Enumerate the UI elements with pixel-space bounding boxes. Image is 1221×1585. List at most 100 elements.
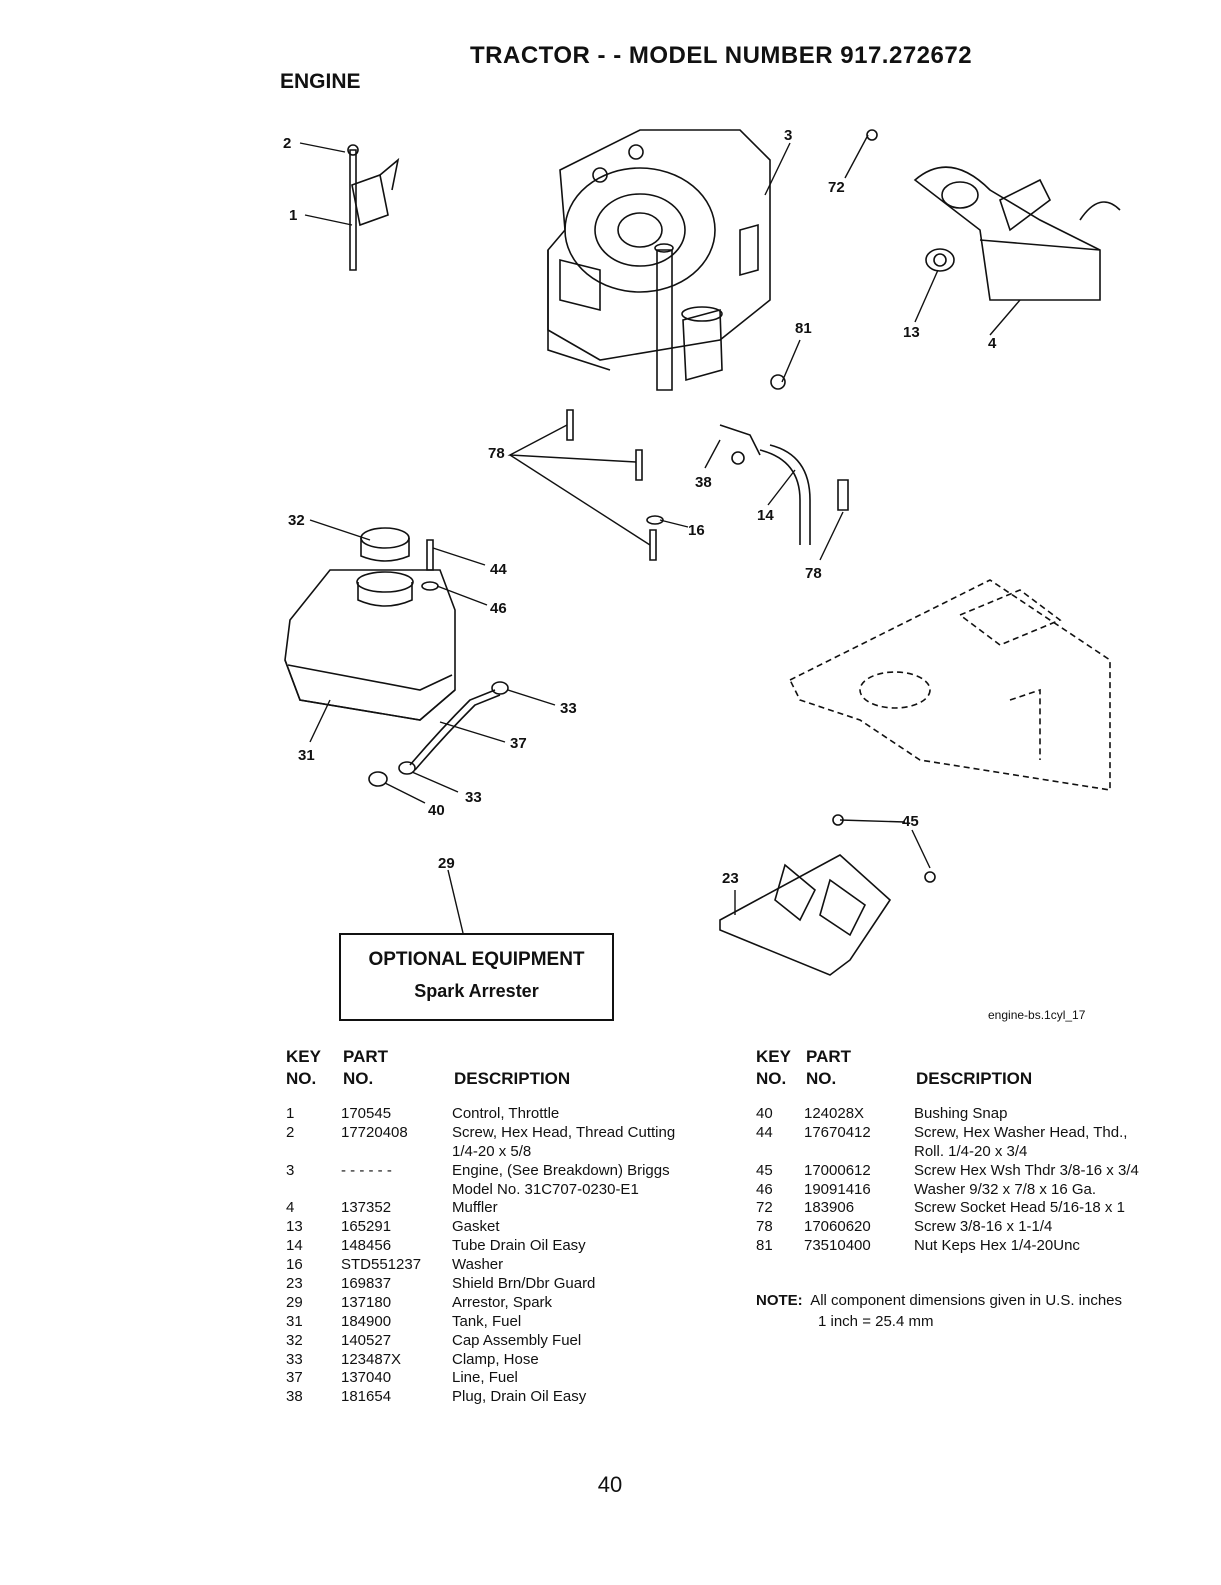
part-number: 137040 xyxy=(341,1369,392,1387)
key-number: 3 xyxy=(286,1161,295,1179)
callout-31: 31 xyxy=(298,747,315,764)
header-description: DESCRIPTION xyxy=(916,1069,1033,1088)
note-line-2: 1 inch = 25.4 mm xyxy=(818,1313,934,1330)
part-number: 140527 xyxy=(341,1331,392,1349)
description: Screw 3/8-16 x 1-1/4 xyxy=(914,1218,1053,1236)
key-number: 78 xyxy=(756,1218,773,1236)
part-number: - - - - - - xyxy=(341,1161,392,1179)
table-row: 1/4-20 x 5/8 xyxy=(286,1143,726,1162)
part-number: 165291 xyxy=(341,1218,392,1236)
note: NOTE: All component dimensions given in … xyxy=(756,1290,1122,1332)
section-title: ENGINE xyxy=(280,70,361,93)
key-number: 46 xyxy=(756,1180,773,1198)
header-key-no: NO. xyxy=(756,1069,787,1088)
header-part: PART xyxy=(806,1047,852,1066)
callout-81: 81 xyxy=(795,320,812,337)
callout-4: 4 xyxy=(988,335,997,352)
fuel-line-part xyxy=(368,681,509,787)
callout-45: 45 xyxy=(902,813,919,830)
description: Tube Drain Oil Easy xyxy=(452,1237,586,1255)
table-row: 33 123487X Clamp, Hose xyxy=(286,1351,726,1370)
callout-72: 72 xyxy=(828,179,845,196)
description: Screw, Hex Head, Thread Cutting xyxy=(452,1123,676,1141)
key-number: 33 xyxy=(286,1350,303,1368)
shield-guard-part xyxy=(719,814,936,976)
part-number: 17060620 xyxy=(804,1218,871,1236)
part-number: 170545 xyxy=(341,1105,392,1122)
part-number: 124028X xyxy=(804,1105,865,1122)
table-row: 78 17060620 Screw 3/8-16 x 1-1/4 xyxy=(756,1218,1196,1237)
key-number: 32 xyxy=(286,1331,303,1349)
key-number: 14 xyxy=(286,1237,303,1255)
description: Muffler xyxy=(452,1199,498,1217)
callout-78b: 78 xyxy=(805,565,822,582)
part-number: 137352 xyxy=(341,1199,392,1217)
callout-29: 29 xyxy=(438,855,455,872)
part-number: 17000612 xyxy=(804,1161,871,1179)
description: Model No. 31C707-0230-E1 xyxy=(452,1180,639,1198)
callout-33: 33 xyxy=(560,700,577,717)
description: Washer xyxy=(452,1256,504,1274)
callout-78: 78 xyxy=(488,445,505,462)
note-label: NOTE: xyxy=(756,1292,803,1309)
muffler-part xyxy=(866,129,1121,301)
throttle-control-part xyxy=(347,144,400,271)
callout-40: 40 xyxy=(428,802,445,819)
table-row: 3 - - - - - - Engine, (See Breakdown) Brig… xyxy=(286,1162,726,1181)
key-number: 81 xyxy=(756,1237,773,1255)
callout-46: 46 xyxy=(490,600,507,617)
note-line-1: All component dimensions given in U.S. i… xyxy=(810,1292,1123,1309)
callout-37: 37 xyxy=(510,735,527,752)
description: Nut Keps Hex 1/4-20Unc xyxy=(914,1237,1080,1255)
exploded-parts-diagram: 2 1 3 72 81 13 4 78 38 14 16 78 32 44 46… xyxy=(283,127,1121,976)
callout-38: 38 xyxy=(695,474,712,491)
callout-32: 32 xyxy=(288,512,305,529)
header-key-no: NO. xyxy=(286,1069,317,1088)
callout-33b: 33 xyxy=(465,789,482,806)
key-number: 38 xyxy=(286,1388,303,1406)
description: Screw Hex Wsh Thdr 3/8-16 x 3/4 xyxy=(914,1161,1139,1179)
callout-3: 3 xyxy=(784,127,792,144)
part-number: STD551237 xyxy=(341,1256,422,1274)
header-key: KEY xyxy=(756,1047,791,1066)
description: Shield Brn/Dbr Guard xyxy=(452,1275,596,1293)
callout-44: 44 xyxy=(490,561,507,578)
description: 1/4-20 x 5/8 xyxy=(452,1142,532,1160)
fuel-tank-part xyxy=(284,527,456,721)
optional-equipment-heading: OPTIONAL EQUIPMENT xyxy=(368,949,585,970)
key-number: 16 xyxy=(286,1256,303,1274)
table-header: KEY PART NO. NO. DESCRIPTION xyxy=(286,1046,726,1090)
callout-1: 1 xyxy=(289,207,297,224)
key-number: 2 xyxy=(286,1123,295,1141)
part-number: 73510400 xyxy=(804,1237,871,1255)
description: Line, Fuel xyxy=(452,1369,518,1387)
description: Control, Throttle xyxy=(452,1105,560,1122)
callout-14: 14 xyxy=(757,507,774,524)
callout-16: 16 xyxy=(688,522,705,539)
key-number: 1 xyxy=(286,1105,295,1122)
key-number: 23 xyxy=(286,1275,303,1293)
part-number: 148456 xyxy=(341,1237,392,1255)
table-row: Model No. 31C707-0230-E1 xyxy=(286,1181,726,1200)
part-number: 17670412 xyxy=(804,1123,871,1141)
engine-part xyxy=(547,129,771,391)
description: Screw Socket Head 5/16-18 x 1 xyxy=(914,1199,1125,1217)
callout-2: 2 xyxy=(283,135,291,152)
part-number: 123487X xyxy=(341,1350,402,1368)
callout-13: 13 xyxy=(903,324,920,341)
description: Clamp, Hose xyxy=(452,1350,539,1368)
header-part: PART xyxy=(343,1047,389,1066)
table-header-right: KEY PART NO. NO. DESCRIPTION xyxy=(756,1046,1196,1090)
description: Engine, (See Breakdown) Briggs xyxy=(452,1161,670,1179)
key-number: 44 xyxy=(756,1123,773,1141)
